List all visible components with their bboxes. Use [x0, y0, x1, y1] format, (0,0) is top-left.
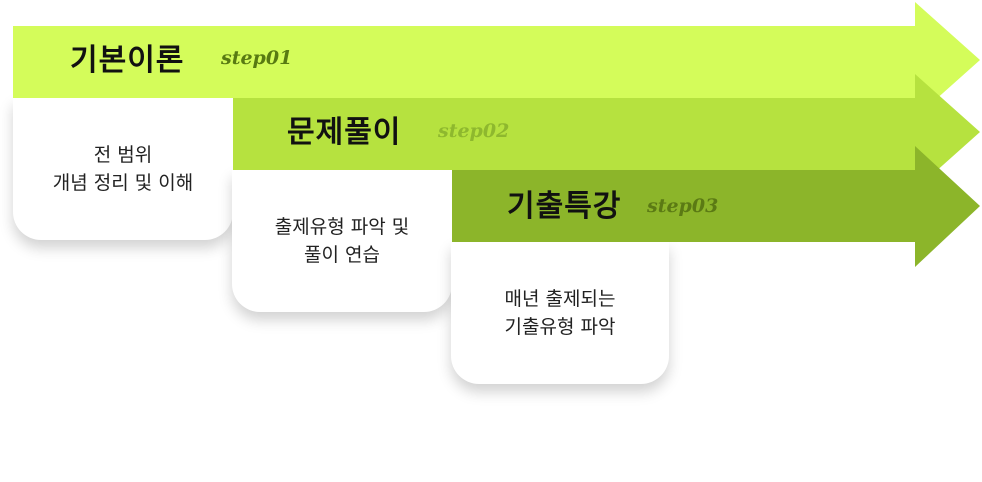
step-3-description: 매년 출제되는 기출유형 파악 — [504, 288, 616, 338]
step-1-title: 기본이론 — [70, 43, 185, 78]
step-1-label: step01 — [221, 47, 293, 69]
step-3-card: 매년 출제되는 기출유형 파악 — [451, 242, 669, 384]
step-3-label: step03 — [647, 195, 719, 217]
step-3-title: 기출특강 — [507, 189, 622, 224]
step-2-label: step02 — [438, 120, 510, 142]
step-2-title: 문제풀이 — [287, 115, 402, 150]
step-2-arrow — [233, 74, 980, 190]
step-2-description: 출제유형 파악 및 풀이 연습 — [274, 216, 410, 266]
step-3-arrow — [452, 146, 980, 267]
step-2-card: 출제유형 파악 및 풀이 연습 — [232, 170, 452, 312]
step-1-arrow — [13, 2, 980, 118]
step-1-description: 전 범위 개념 정리 및 이해 — [52, 144, 194, 194]
step-1-card: 전 범위 개념 정리 및 이해 — [13, 98, 233, 240]
